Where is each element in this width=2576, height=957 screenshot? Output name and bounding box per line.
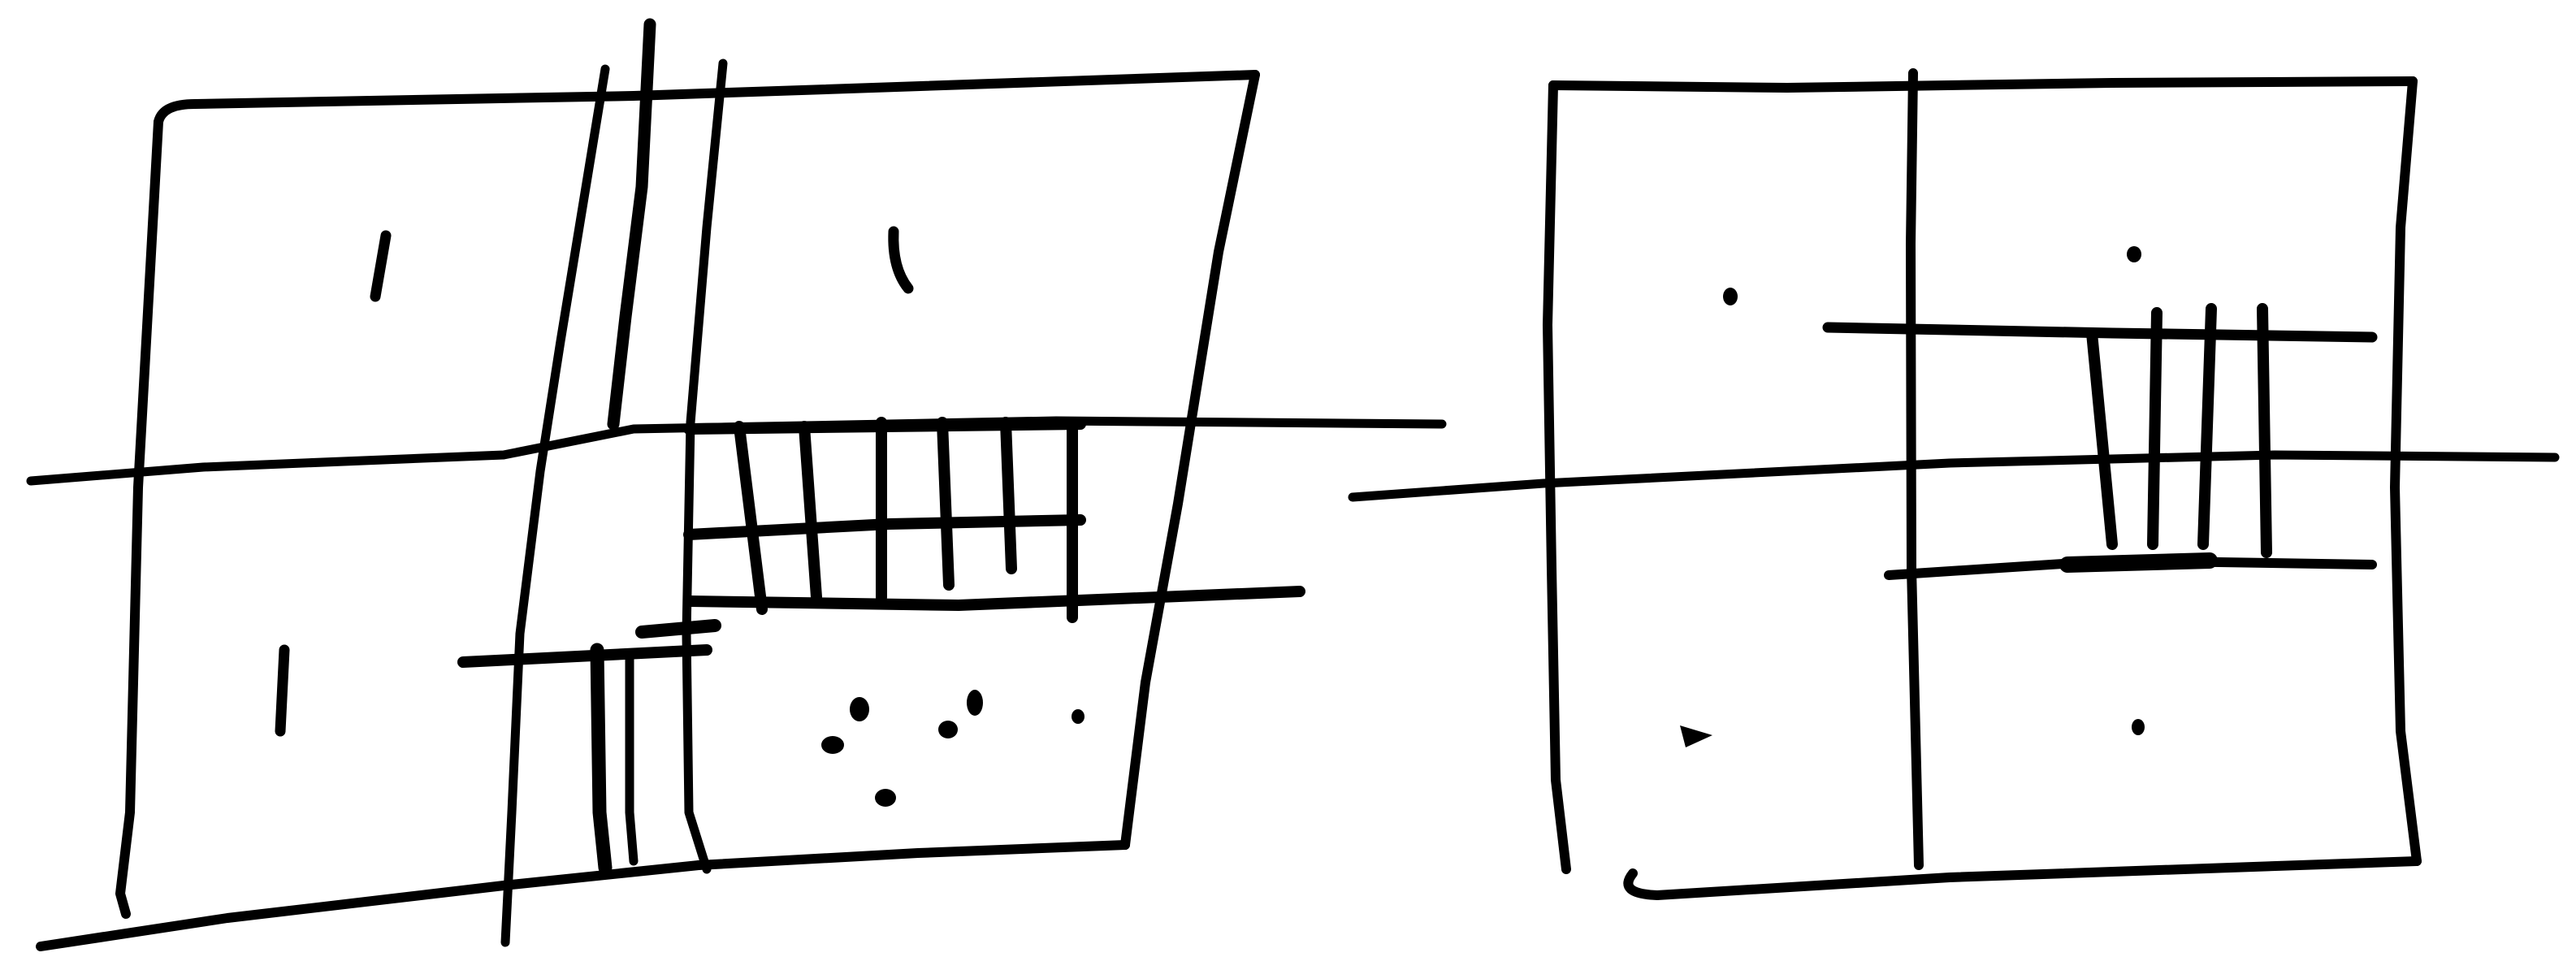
left-frame-left xyxy=(120,122,158,914)
left-grid-col-5 xyxy=(1006,422,1011,569)
right-mark-bottom-left xyxy=(1680,725,1712,747)
right-frame-left xyxy=(1548,85,1566,869)
left-grid-col-1 xyxy=(739,427,762,609)
left-frame-right xyxy=(1125,75,1255,845)
right-mark-top-left xyxy=(1723,288,1738,305)
right-block-col-1 xyxy=(2092,333,2112,544)
right-block-col-3 xyxy=(2203,309,2211,544)
left-lower-pillar-1 xyxy=(597,650,605,868)
left-mark-top-left xyxy=(375,236,386,297)
right-frame-bottom xyxy=(1628,861,2417,895)
right-block-col-4 xyxy=(2262,309,2266,552)
left-mark-bottom-left xyxy=(280,650,284,731)
left-lower-bar-2 xyxy=(642,626,715,632)
left-lower-bar xyxy=(463,650,707,662)
left-band-line-1 xyxy=(505,69,605,942)
right-frame-top xyxy=(1553,81,2413,88)
left-base-line xyxy=(41,865,699,946)
left-grid-bottom xyxy=(691,591,1300,605)
right-frame-right xyxy=(2395,81,2417,861)
right-block-bottom-thick xyxy=(2067,561,2210,565)
tree-dot xyxy=(875,789,896,807)
tree-dot xyxy=(938,721,958,738)
tree-dot xyxy=(821,736,844,754)
left-band-line-3 xyxy=(686,63,723,869)
right-horizontal-axis xyxy=(1353,455,2555,497)
left-grid-col-4 xyxy=(942,422,949,585)
right-plan-diagram xyxy=(1353,73,2555,895)
tree-dot xyxy=(1072,709,1085,724)
left-frame-top xyxy=(158,75,1255,122)
left-band-line-2 xyxy=(613,24,650,424)
right-mark-top-right xyxy=(2127,246,2141,262)
left-frame-bottom xyxy=(699,845,1125,865)
left-lower-pillar-2 xyxy=(630,654,634,861)
left-plan-diagram xyxy=(31,24,1442,946)
left-grid-col-2 xyxy=(804,427,816,597)
left-mark-top-right xyxy=(894,232,908,288)
tree-dot xyxy=(967,690,983,716)
left-tree-dots xyxy=(821,690,1085,807)
right-block-col-2 xyxy=(2153,313,2157,544)
right-mark-bottom-right xyxy=(2132,719,2145,735)
tree-dot xyxy=(850,697,869,721)
